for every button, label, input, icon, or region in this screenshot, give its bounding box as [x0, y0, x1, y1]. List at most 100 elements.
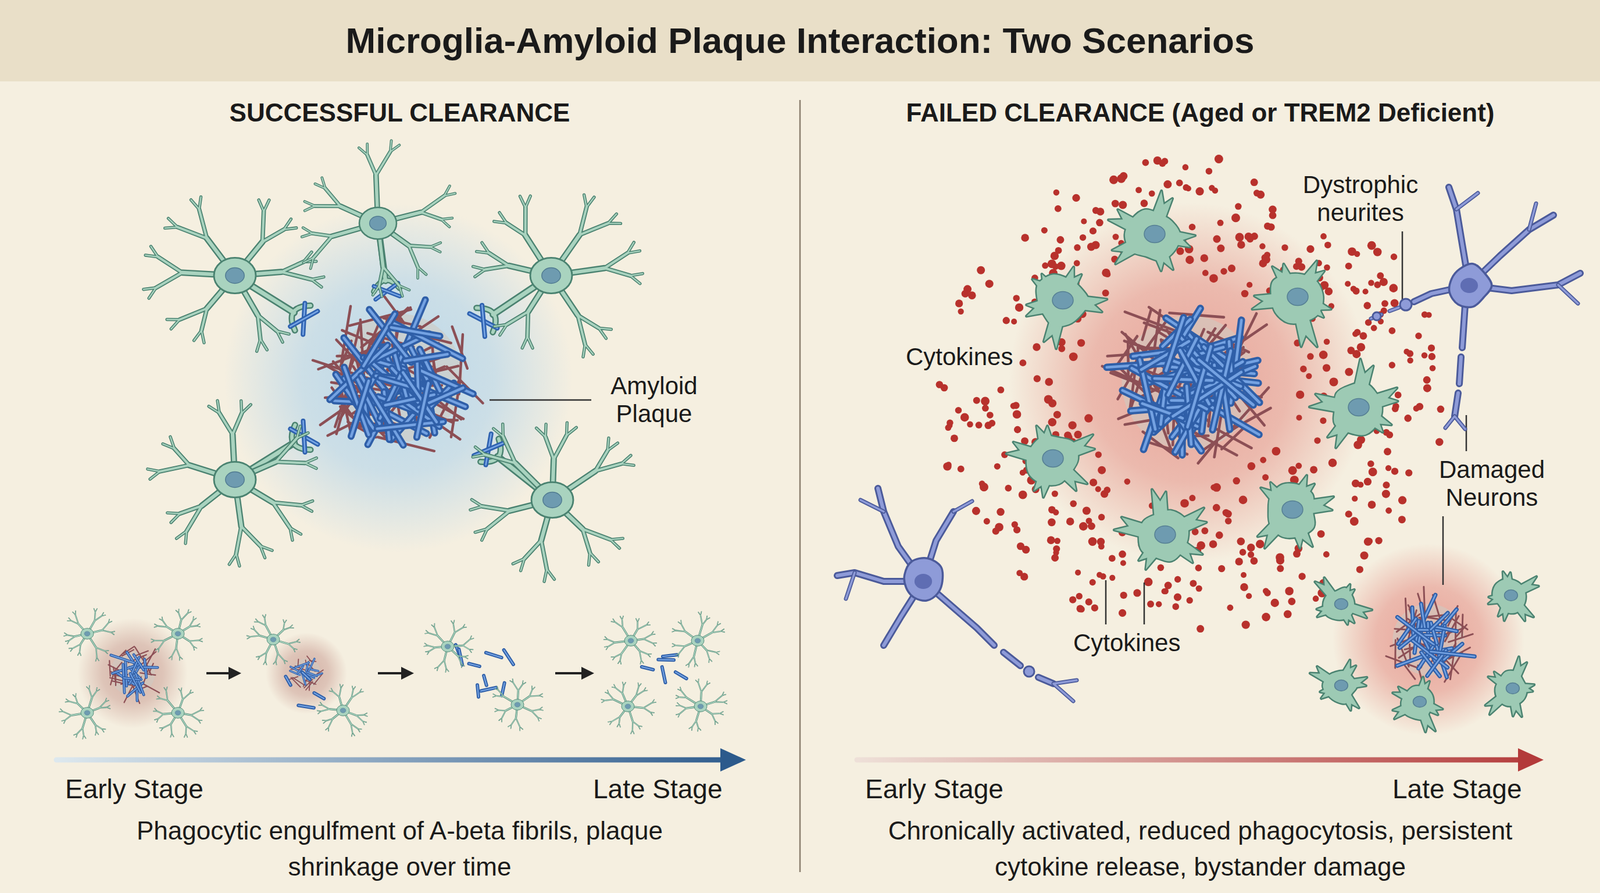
cytokine-dot: [1347, 346, 1355, 355]
cytokine-dot: [1076, 593, 1083, 600]
cytokine-dot: [1239, 548, 1247, 556]
cytokine-dot: [1095, 486, 1102, 492]
cytokine-dot: [1019, 359, 1027, 367]
cytokine-dot: [1085, 598, 1093, 606]
cytokine-dot: [1394, 391, 1402, 399]
cytokine-dot: [1390, 253, 1398, 260]
cytokine-dot: [1322, 363, 1331, 372]
activated-microglia: [1393, 677, 1443, 732]
microglia-cell: [301, 140, 456, 298]
cytokine-dot: [1066, 517, 1075, 526]
cytokine-label: Cytokines: [1073, 629, 1181, 657]
cytokine-dot: [1012, 401, 1020, 409]
cytokine-dot: [1082, 506, 1091, 515]
microglia-cell: [317, 684, 368, 737]
cytokine-dot: [1403, 348, 1410, 355]
cytokine-dot: [1241, 620, 1250, 629]
cytokine-dot: [1312, 595, 1320, 602]
cytokine-dot: [950, 434, 959, 442]
amyloid-plaque: [108, 646, 160, 704]
cytokine-dot: [1320, 233, 1327, 240]
cytokine-dot: [1052, 549, 1059, 556]
cytokine-dot: [1195, 585, 1203, 592]
cytokine-dot: [1415, 332, 1422, 339]
cytokine-dot: [1200, 254, 1209, 263]
cytokine-dot: [1263, 222, 1271, 230]
neuron-process: [1370, 193, 1578, 430]
cytokine-dot: [986, 411, 994, 419]
cytokine-dot: [1091, 604, 1099, 612]
cytokine-dot: [1155, 601, 1163, 608]
cytokine-dot: [1368, 467, 1378, 477]
cytokine-dot: [1247, 462, 1256, 471]
cytokine-dot: [1112, 233, 1120, 241]
cytokine-dot: [1240, 572, 1247, 578]
cytokine-dot: [1385, 507, 1392, 514]
cytokine-dot: [975, 421, 983, 429]
cytokine-dot: [1079, 234, 1087, 241]
cytokine-dot: [1357, 481, 1364, 488]
cytokine-dot: [1428, 352, 1436, 360]
stage-label: Early Stage: [65, 773, 204, 805]
plaque-glow: [265, 632, 348, 714]
cytokine-dot: [961, 290, 970, 298]
cytokine-dot: [973, 397, 981, 405]
cytokine-dot: [1095, 219, 1104, 227]
cytokine-dot: [1015, 303, 1024, 312]
cytokine-dot: [1226, 604, 1234, 612]
microglia-cell: [672, 611, 725, 668]
structure-label: Dystrophic neurites: [1284, 170, 1437, 227]
cytokine-dot: [1350, 516, 1359, 526]
cytokine-dot: [1367, 241, 1377, 250]
cytokine-dot: [1077, 338, 1085, 347]
cytokine-dot: [1383, 447, 1392, 456]
cytokine-dot: [1382, 481, 1390, 489]
stage-label: Late Stage: [593, 773, 723, 805]
cytokine-dot: [960, 412, 970, 422]
cytokine-dot: [1423, 376, 1431, 384]
cytokine-dot: [1176, 179, 1184, 187]
amyloid-plaque: [312, 296, 484, 452]
cytokine-dot: [1391, 467, 1399, 475]
microglia-cell: [59, 685, 111, 739]
fibril-fragments: [641, 654, 687, 683]
cytokine-dot: [1109, 575, 1116, 581]
cytokine-dot: [1275, 552, 1285, 562]
cytokine-dot: [1217, 219, 1224, 227]
cytokine-dot: [1323, 338, 1331, 345]
dystrophic-swelling: [1372, 298, 1412, 321]
microglia-cell: [63, 608, 115, 662]
cytokine-dot: [1089, 478, 1098, 487]
cytokine-dot: [1068, 420, 1077, 430]
panel-region: SUCCESSFUL CLEARANCEPhagocytic engulfmen…: [0, 81, 800, 893]
cytokine-dot: [1147, 600, 1155, 608]
cytokine-dot: [1283, 610, 1292, 619]
cytokine-dot: [1053, 189, 1060, 196]
cytokine-dot: [976, 266, 985, 275]
cytokine-dot: [1413, 405, 1420, 412]
cytokine-dot: [1356, 343, 1366, 352]
figure-title: Microglia-Amyloid Plaque Interaction: Tw…: [0, 0, 1600, 82]
sequence-arrow: [206, 666, 242, 680]
cytokine-dot: [1268, 205, 1277, 214]
cytokine-dot: [1109, 175, 1119, 185]
cytokine-dot: [1345, 262, 1353, 270]
cytokine-dot: [1324, 241, 1332, 249]
cytokine-dot: [1350, 285, 1357, 292]
cytokine-dot: [1048, 418, 1057, 427]
cytokine-dot: [1298, 572, 1306, 580]
cytokine-dot: [1141, 159, 1149, 167]
cytokine-dot: [1429, 365, 1437, 372]
cytokine-dot: [1379, 277, 1388, 287]
cytokine-dot: [1270, 598, 1279, 607]
cytokine-dot: [1163, 180, 1172, 189]
cytokine-dot: [1144, 577, 1153, 587]
cytokine-dot: [1080, 218, 1087, 225]
cytokine-dot: [1272, 447, 1281, 456]
cytokine-dot: [1048, 505, 1056, 514]
cytokine-dot: [1124, 478, 1131, 485]
fibril-fragments: [455, 644, 514, 698]
cytokine-dot: [1370, 325, 1378, 332]
cytokine-dot: [1281, 244, 1288, 251]
